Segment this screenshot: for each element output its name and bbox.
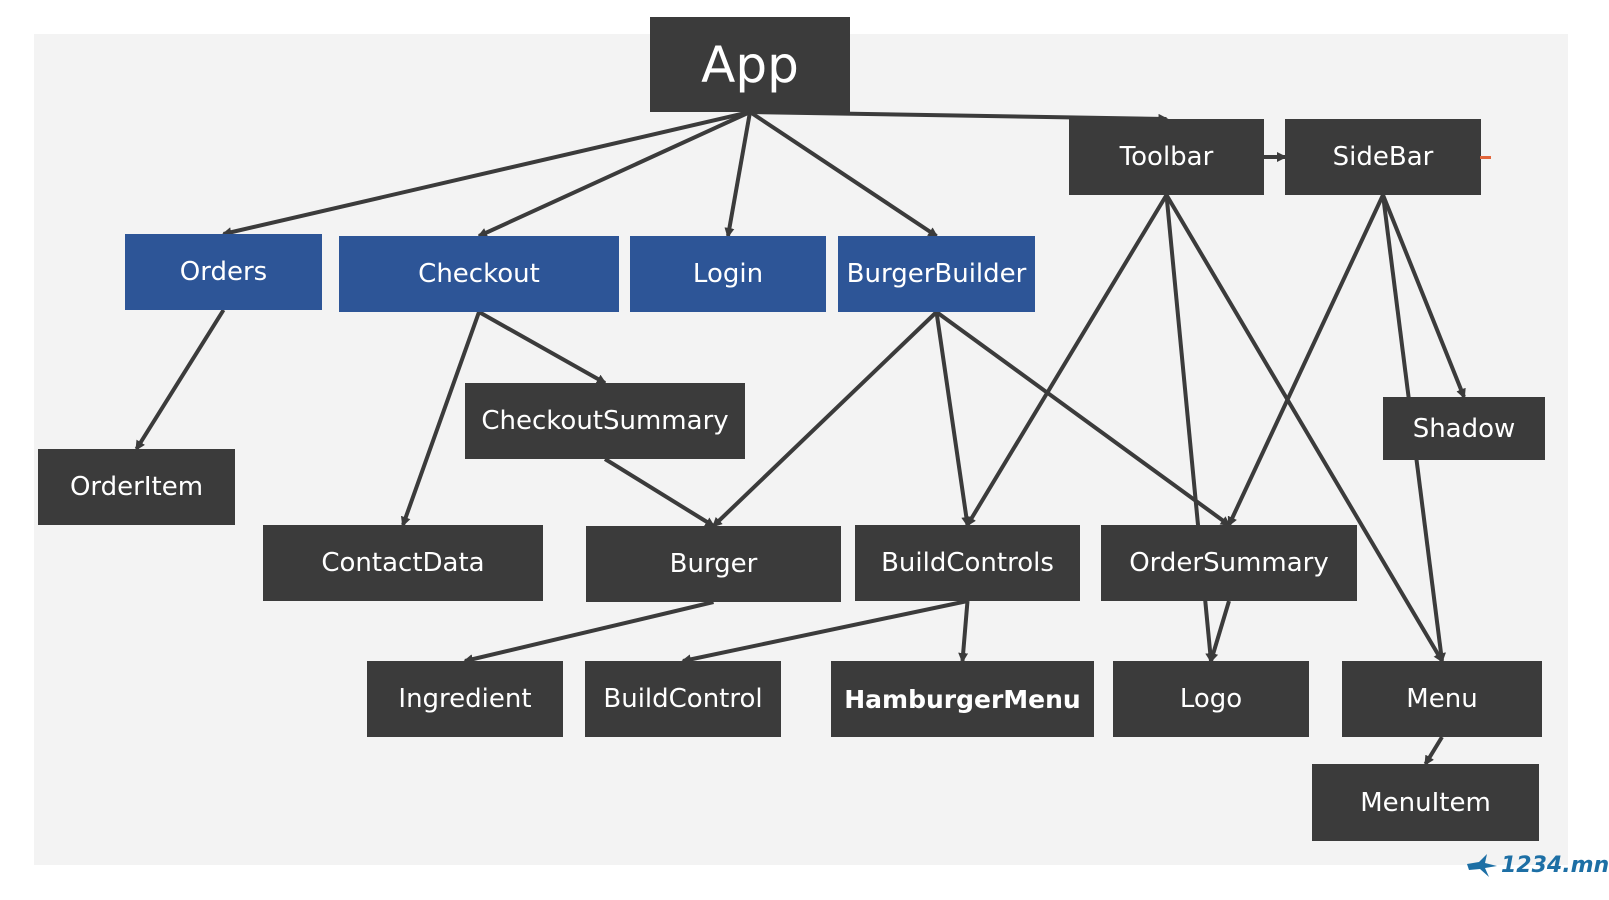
edge-burgerbuilder-to-ordersummary	[935, 310, 1231, 527]
edge-app-to-toolbar	[749, 110, 1169, 124]
edge-burger-to-ingredient	[463, 600, 714, 665]
node-app: App	[650, 17, 850, 112]
watermark-text: 1234.mn	[1501, 852, 1609, 878]
edge-app-to-checkout	[477, 110, 751, 238]
edge-checkout-to-contactdata	[400, 311, 481, 527]
accent-mark	[1480, 156, 1491, 159]
node-menuitem: MenuItem	[1312, 764, 1539, 841]
watermark: 1234.mn	[1465, 852, 1609, 878]
node-ordersummary: OrderSummary	[1101, 525, 1357, 601]
edge-burgerbuilder-to-buildcontrols	[934, 311, 972, 527]
edge-toolbar-to-buildcontrols	[965, 193, 1169, 527]
edge-checkout-to-checkoutsummary	[478, 310, 607, 385]
edge-app-to-login	[724, 111, 752, 238]
node-burgerbuilder: BurgerBuilder	[838, 236, 1035, 312]
node-menu: Menu	[1342, 661, 1542, 737]
node-contactdata: ContactData	[263, 525, 543, 601]
node-ingredient: Ingredient	[367, 661, 563, 737]
node-checkoutsummary: CheckoutSummary	[465, 383, 745, 459]
edge-app-to-burgerbuilder	[748, 110, 939, 238]
edge-orders-to-orderitem	[134, 308, 226, 451]
edge-sidebar-to-ordersummary	[1227, 194, 1385, 527]
edge-burgerbuilder-to-burger	[712, 310, 938, 528]
edge-menu-to-menuitem	[1423, 735, 1444, 766]
edge-toolbar-to-menu	[1164, 193, 1444, 663]
edge-buildcontrols-to-buildcontrol	[681, 599, 968, 665]
edge-app-to-orders	[221, 110, 751, 238]
node-sidebar: SideBar	[1285, 119, 1481, 195]
node-toolbar: Toolbar	[1069, 119, 1264, 195]
node-login: Login	[630, 236, 826, 312]
node-hamburgermenu: HamburgerMenu	[831, 661, 1094, 737]
edge-ordersummary-to-logo	[1208, 600, 1231, 663]
edge-checkoutsummary-to-burger	[603, 457, 716, 528]
bird-logo-icon	[1467, 854, 1497, 877]
node-buildcontrols: BuildControls	[855, 525, 1080, 601]
node-shadow: Shadow	[1383, 397, 1545, 460]
node-orderitem: OrderItem	[38, 449, 235, 525]
node-burger: Burger	[586, 526, 841, 602]
node-orders: Orders	[125, 234, 322, 310]
edge-buildcontrols-to-hamburgermenu	[958, 600, 970, 663]
node-logo: Logo	[1113, 661, 1309, 737]
node-checkout: Checkout	[339, 236, 619, 312]
node-buildcontrol: BuildControl	[585, 661, 781, 737]
edge-sidebar-to-shadow	[1381, 194, 1466, 399]
